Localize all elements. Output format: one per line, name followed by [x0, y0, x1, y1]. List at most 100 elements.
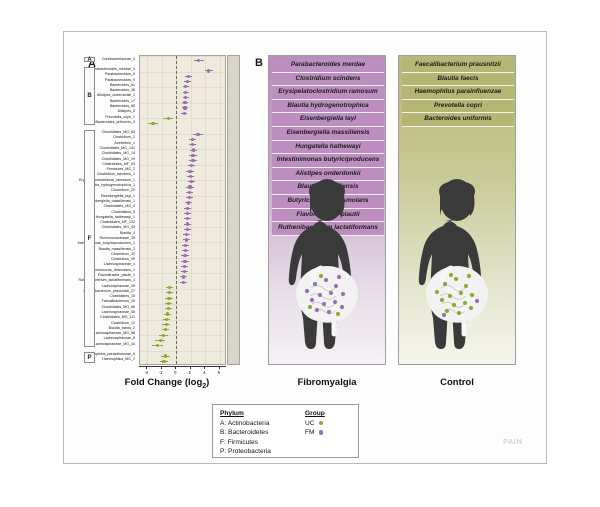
point-marker	[181, 275, 186, 279]
otu-label: Clostridium_2	[113, 135, 135, 140]
grid-line-vertical	[205, 56, 207, 364]
legend-group-label: FM	[305, 429, 315, 437]
point-marker	[188, 169, 192, 173]
otu-label: Clostridiales_MG_111	[100, 315, 135, 320]
point-marker	[168, 291, 172, 295]
point-marker	[190, 137, 194, 142]
taxon-row: Bacteroides uniformis	[402, 113, 514, 127]
otu-label: Clostridiales_MG_141	[99, 146, 135, 150]
point-marker	[183, 101, 187, 105]
x-tick	[189, 366, 191, 369]
otu-label: Intestinimonas_butyriciproducens_1	[77, 241, 135, 246]
grid-line-horizontal	[140, 319, 225, 321]
group-title-control: Control	[440, 377, 474, 388]
taxon-row: Erysipelatoclostridium ramosum	[272, 86, 384, 100]
grid-line-horizontal	[140, 242, 225, 243]
otu-label: Clostridium_20	[111, 188, 135, 193]
grid-line-horizontal	[140, 350, 225, 352]
x-tick	[146, 366, 148, 369]
point-marker	[158, 338, 162, 343]
legend-group-label: UC	[305, 419, 315, 427]
facet-strip-b: B	[84, 67, 95, 126]
otu-label: Clostridiales_MG_43	[101, 225, 135, 230]
otu-label: Clostridium_scindens_1	[96, 172, 135, 177]
point-marker	[186, 217, 190, 221]
otu-label: Lachnospiraceae_8	[103, 336, 135, 341]
point-marker	[184, 95, 188, 99]
taxon-row: Parabacteroides merdae	[272, 59, 384, 73]
otu-label: Acetivibrio_1	[114, 140, 135, 145]
grid-line-horizontal	[140, 335, 225, 336]
point-marker	[191, 153, 195, 157]
grid-line-vertical	[147, 56, 149, 364]
otu-label: Blautia_hydrogenotrophica_1	[88, 183, 135, 188]
otu-label: Haemophilus_MG_2	[102, 357, 135, 362]
otu-label: Eisenbergiella_tayi_1	[100, 193, 135, 198]
otu-label: Clostridium_39	[111, 257, 135, 262]
otu-label: Bacteroides_65	[110, 103, 135, 108]
otu-label: Ruthenibacterium_lactatiformans_1	[78, 278, 135, 283]
grid-line-horizontal	[140, 304, 225, 305]
x-tick	[160, 366, 162, 369]
x-tick-label: 4	[203, 370, 206, 375]
otu-label: Clostridiales_MG_14	[101, 151, 135, 156]
point-marker	[166, 307, 170, 311]
legend-group-header: Group	[305, 410, 325, 417]
legend-color-swatch	[318, 430, 323, 435]
otu-label: Parabacteroides_6	[104, 72, 135, 77]
point-marker	[186, 79, 190, 84]
legend-phylum-item: P: Proteobacteria	[220, 448, 271, 456]
otu-label: Lachnospiraceae_28	[101, 283, 135, 288]
point-marker	[163, 328, 167, 332]
otu-label: Clostridiales_MG_4	[103, 204, 135, 209]
otu-label: Erysipelatoclostridium_ramosum_1	[79, 177, 135, 182]
journal-watermark: PAIN	[503, 437, 523, 446]
otu-label: Blautia_massiliensis_3	[98, 246, 135, 251]
legend-phylum-item: F: Firmicutes	[220, 438, 259, 446]
point-marker	[165, 312, 170, 316]
taxon-row: Eisenbergiella massiliensis	[272, 126, 384, 141]
point-marker	[185, 227, 189, 231]
facet-strip-column	[227, 55, 240, 365]
grid-line-horizontal	[140, 164, 225, 166]
taxon-row: Clostridium scindens	[272, 72, 384, 87]
legend-phylum-header: Phylum	[220, 410, 244, 417]
grid-line-horizontal	[140, 118, 225, 119]
point-marker	[183, 106, 187, 110]
point-marker	[167, 296, 171, 300]
grid-line-vertical	[219, 56, 221, 364]
taxon-row: Hungatella hathewayi	[272, 140, 384, 155]
otu-label: Clostridiales_MG_83	[101, 130, 135, 135]
point-marker	[189, 180, 194, 184]
legend-group-item: UC	[305, 419, 325, 429]
point-marker	[191, 158, 195, 163]
otu-label: Lachnospiraceae_4	[103, 262, 135, 267]
point-marker	[166, 301, 170, 306]
grid-line-horizontal	[140, 87, 225, 88]
otu-label: Clostridiales_MG_66	[101, 304, 135, 309]
grid-line-vertical	[161, 56, 163, 364]
point-marker	[192, 148, 196, 152]
otu-label: Butyricicoccus_desmolans_1	[88, 267, 135, 272]
x-axis-line	[139, 366, 226, 367]
otu-label: Hungatella_hathewayi_1	[95, 214, 135, 219]
otu-label: Parabacteroides_merdae_4	[90, 66, 135, 71]
grid-line-horizontal	[140, 288, 225, 290]
x-tick	[218, 366, 220, 369]
grid-line-horizontal	[140, 226, 225, 228]
point-marker	[161, 333, 165, 337]
otu-label: Bacteroides_48	[110, 88, 135, 93]
grid-line-horizontal	[140, 180, 225, 181]
point-marker	[184, 90, 188, 94]
point-marker	[184, 248, 188, 253]
body-silhouette-fibromyalgia	[269, 176, 385, 364]
otu-label: Flavonifractor_plautii_1	[97, 272, 135, 277]
panel-label-a: A	[88, 58, 96, 70]
group-title-fibromyalgia: Fibromyalgia	[297, 377, 357, 388]
point-marker	[166, 116, 170, 121]
otu-label: Faecalibacterium_prausnitzii_27	[83, 288, 135, 293]
facet-strip-label: P	[87, 354, 92, 361]
